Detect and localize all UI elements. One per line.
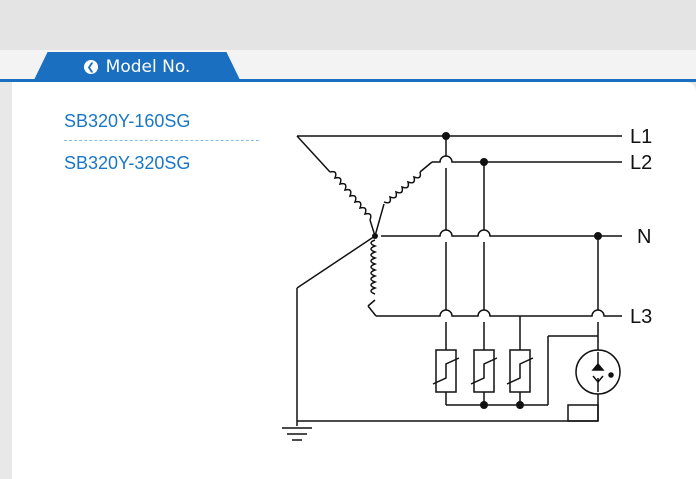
label-n: N xyxy=(637,226,651,248)
label-l1: L1 xyxy=(630,126,652,148)
tab-model-no[interactable]: ❮ Model No. xyxy=(33,52,241,82)
top-strip xyxy=(0,0,696,50)
bus-n xyxy=(381,229,622,237)
coil-l2 xyxy=(383,171,422,204)
bus-l2 xyxy=(432,155,622,163)
coil-l3 xyxy=(370,239,378,295)
tab-underline xyxy=(0,79,696,82)
model-item-1[interactable]: SB320Y-160SG xyxy=(64,111,191,131)
tab-label: Model No. xyxy=(105,57,191,77)
bus-l3 xyxy=(376,309,622,317)
content-card: SB320Y-160SG SB320Y-320SG xyxy=(12,82,696,479)
label-l2: L2 xyxy=(630,152,652,174)
chevron-left-circle-icon: ❮ xyxy=(83,60,98,74)
model-divider xyxy=(64,140,259,141)
coil-l1 xyxy=(329,170,372,221)
model-item-2[interactable]: SB320Y-320SG xyxy=(64,153,191,173)
label-l3: L3 xyxy=(630,306,652,328)
